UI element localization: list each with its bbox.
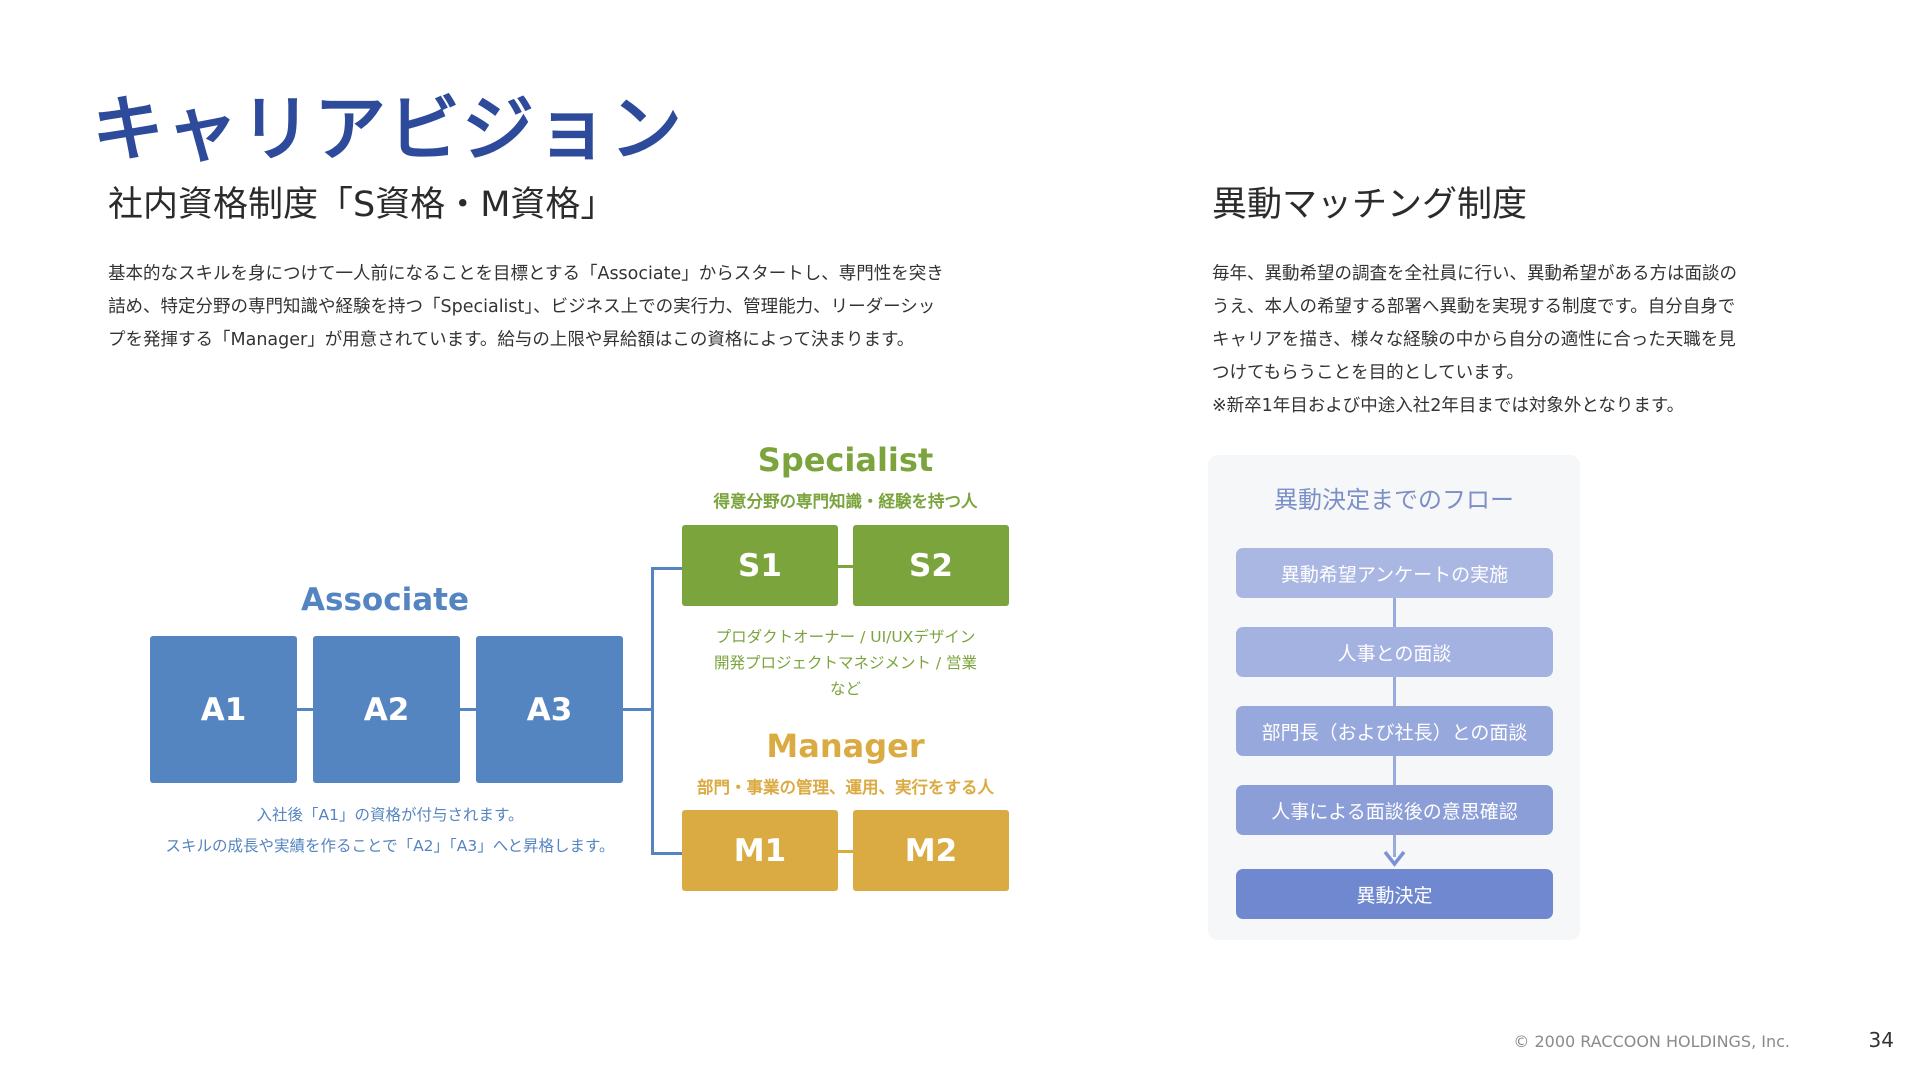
manager-title: Manager	[766, 727, 925, 765]
specialist-box-s2: S2	[853, 525, 1009, 606]
associate-note-line: スキルの成長や実績を作ることで「A2」「A3」へと昇格します。	[165, 837, 615, 855]
manager-box-m1: M1	[682, 810, 838, 891]
associate-notes: 入社後「A1」の資格が付与されます。 スキルの成長や実績を作ることで「A2」「A…	[130, 802, 650, 859]
description-line: キャリアを描き、様々な経験の中から自分の適性に合った天職を見	[1212, 330, 1736, 350]
associate-box-a3: A3	[476, 636, 623, 783]
flow-step-survey: 異動希望アンケートの実施	[1236, 548, 1553, 598]
description-line: プを発揮する「Manager」が用意されています。給与の上限や昇給額はこの資格に…	[108, 330, 915, 350]
flow-connector	[1393, 598, 1396, 628]
flow-step-transfer-decision: 異動決定	[1236, 869, 1553, 919]
page-title: キャリアビジョン	[92, 87, 685, 171]
page-number: 34	[1868, 1028, 1894, 1052]
copyright-text: © 2000 RACCOON HOLDINGS, Inc.	[1513, 1032, 1790, 1051]
bracket-top-line	[651, 567, 682, 570]
flow-title: 異動決定までのフロー	[1274, 486, 1514, 514]
associate-box-a1: A1	[150, 636, 297, 783]
description-line: 基本的なスキルを身につけて一人前になることを目標とする「Associate」から…	[108, 264, 944, 284]
connector-line	[460, 708, 476, 711]
specialist-note-line: など	[829, 680, 861, 698]
flow-step-manager-interview: 部門長（および社長）との面談	[1236, 706, 1553, 756]
qualification-description: 基本的なスキルを身につけて一人前になることを目標とする「Associate」から…	[108, 258, 1008, 357]
description-line: うえ、本人の希望する部署へ異動を実現する制度です。自分自身で	[1212, 297, 1736, 317]
associate-note-line: 入社後「A1」の資格が付与されます。	[256, 806, 524, 824]
bracket-vertical-line	[651, 567, 654, 855]
transfer-description: 毎年、異動希望の調査を全社員に行い、異動希望がある方は面談の うえ、本人の希望す…	[1212, 258, 1832, 423]
manager-subtitle: 部門・事業の管理、運用、実行をする人	[697, 778, 994, 797]
specialist-title: Specialist	[757, 441, 934, 479]
specialist-note-line: プロダクトオーナー / UI/UXデザイン	[715, 628, 976, 646]
flow-connector	[1393, 835, 1396, 857]
connector-line	[838, 850, 854, 853]
description-line: 詰め、特定分野の専門知識や経験を持つ「Specialist」、ビジネス上での実行…	[108, 297, 936, 317]
flow-connector	[1393, 756, 1396, 786]
manager-box-m2: M2	[853, 810, 1009, 891]
associate-title: Associate	[301, 582, 469, 618]
flow-arrow-icon	[1383, 850, 1406, 867]
branch-line	[623, 708, 653, 711]
connector-line	[297, 708, 313, 711]
specialist-notes: プロダクトオーナー / UI/UXデザイン 開発プロジェクトマネジメント / 営…	[670, 624, 1021, 702]
bracket-bottom-line	[651, 852, 682, 855]
connector-line	[838, 565, 854, 568]
transfer-heading: 異動マッチング制度	[1212, 185, 1528, 225]
description-line: ※新卒1年目および中途入社2年目までは対象外となります。	[1212, 396, 1685, 416]
specialist-note-line: 開発プロジェクトマネジメント / 営業	[713, 654, 978, 672]
specialist-subtitle: 得意分野の専門知識・経験を持つ人	[713, 492, 978, 511]
flow-step-intent-confirmation: 人事による面談後の意思確認	[1236, 785, 1553, 835]
specialist-box-s1: S1	[682, 525, 838, 606]
associate-box-a2: A2	[313, 636, 460, 783]
flow-step-hr-interview: 人事との面談	[1236, 627, 1553, 677]
description-line: つけてもらうことを目的としています。	[1212, 363, 1524, 383]
qualification-heading: 社内資格制度「S資格・M資格」	[108, 185, 616, 225]
description-line: 毎年、異動希望の調査を全社員に行い、異動希望がある方は面談の	[1212, 264, 1737, 284]
flow-connector	[1393, 677, 1396, 707]
